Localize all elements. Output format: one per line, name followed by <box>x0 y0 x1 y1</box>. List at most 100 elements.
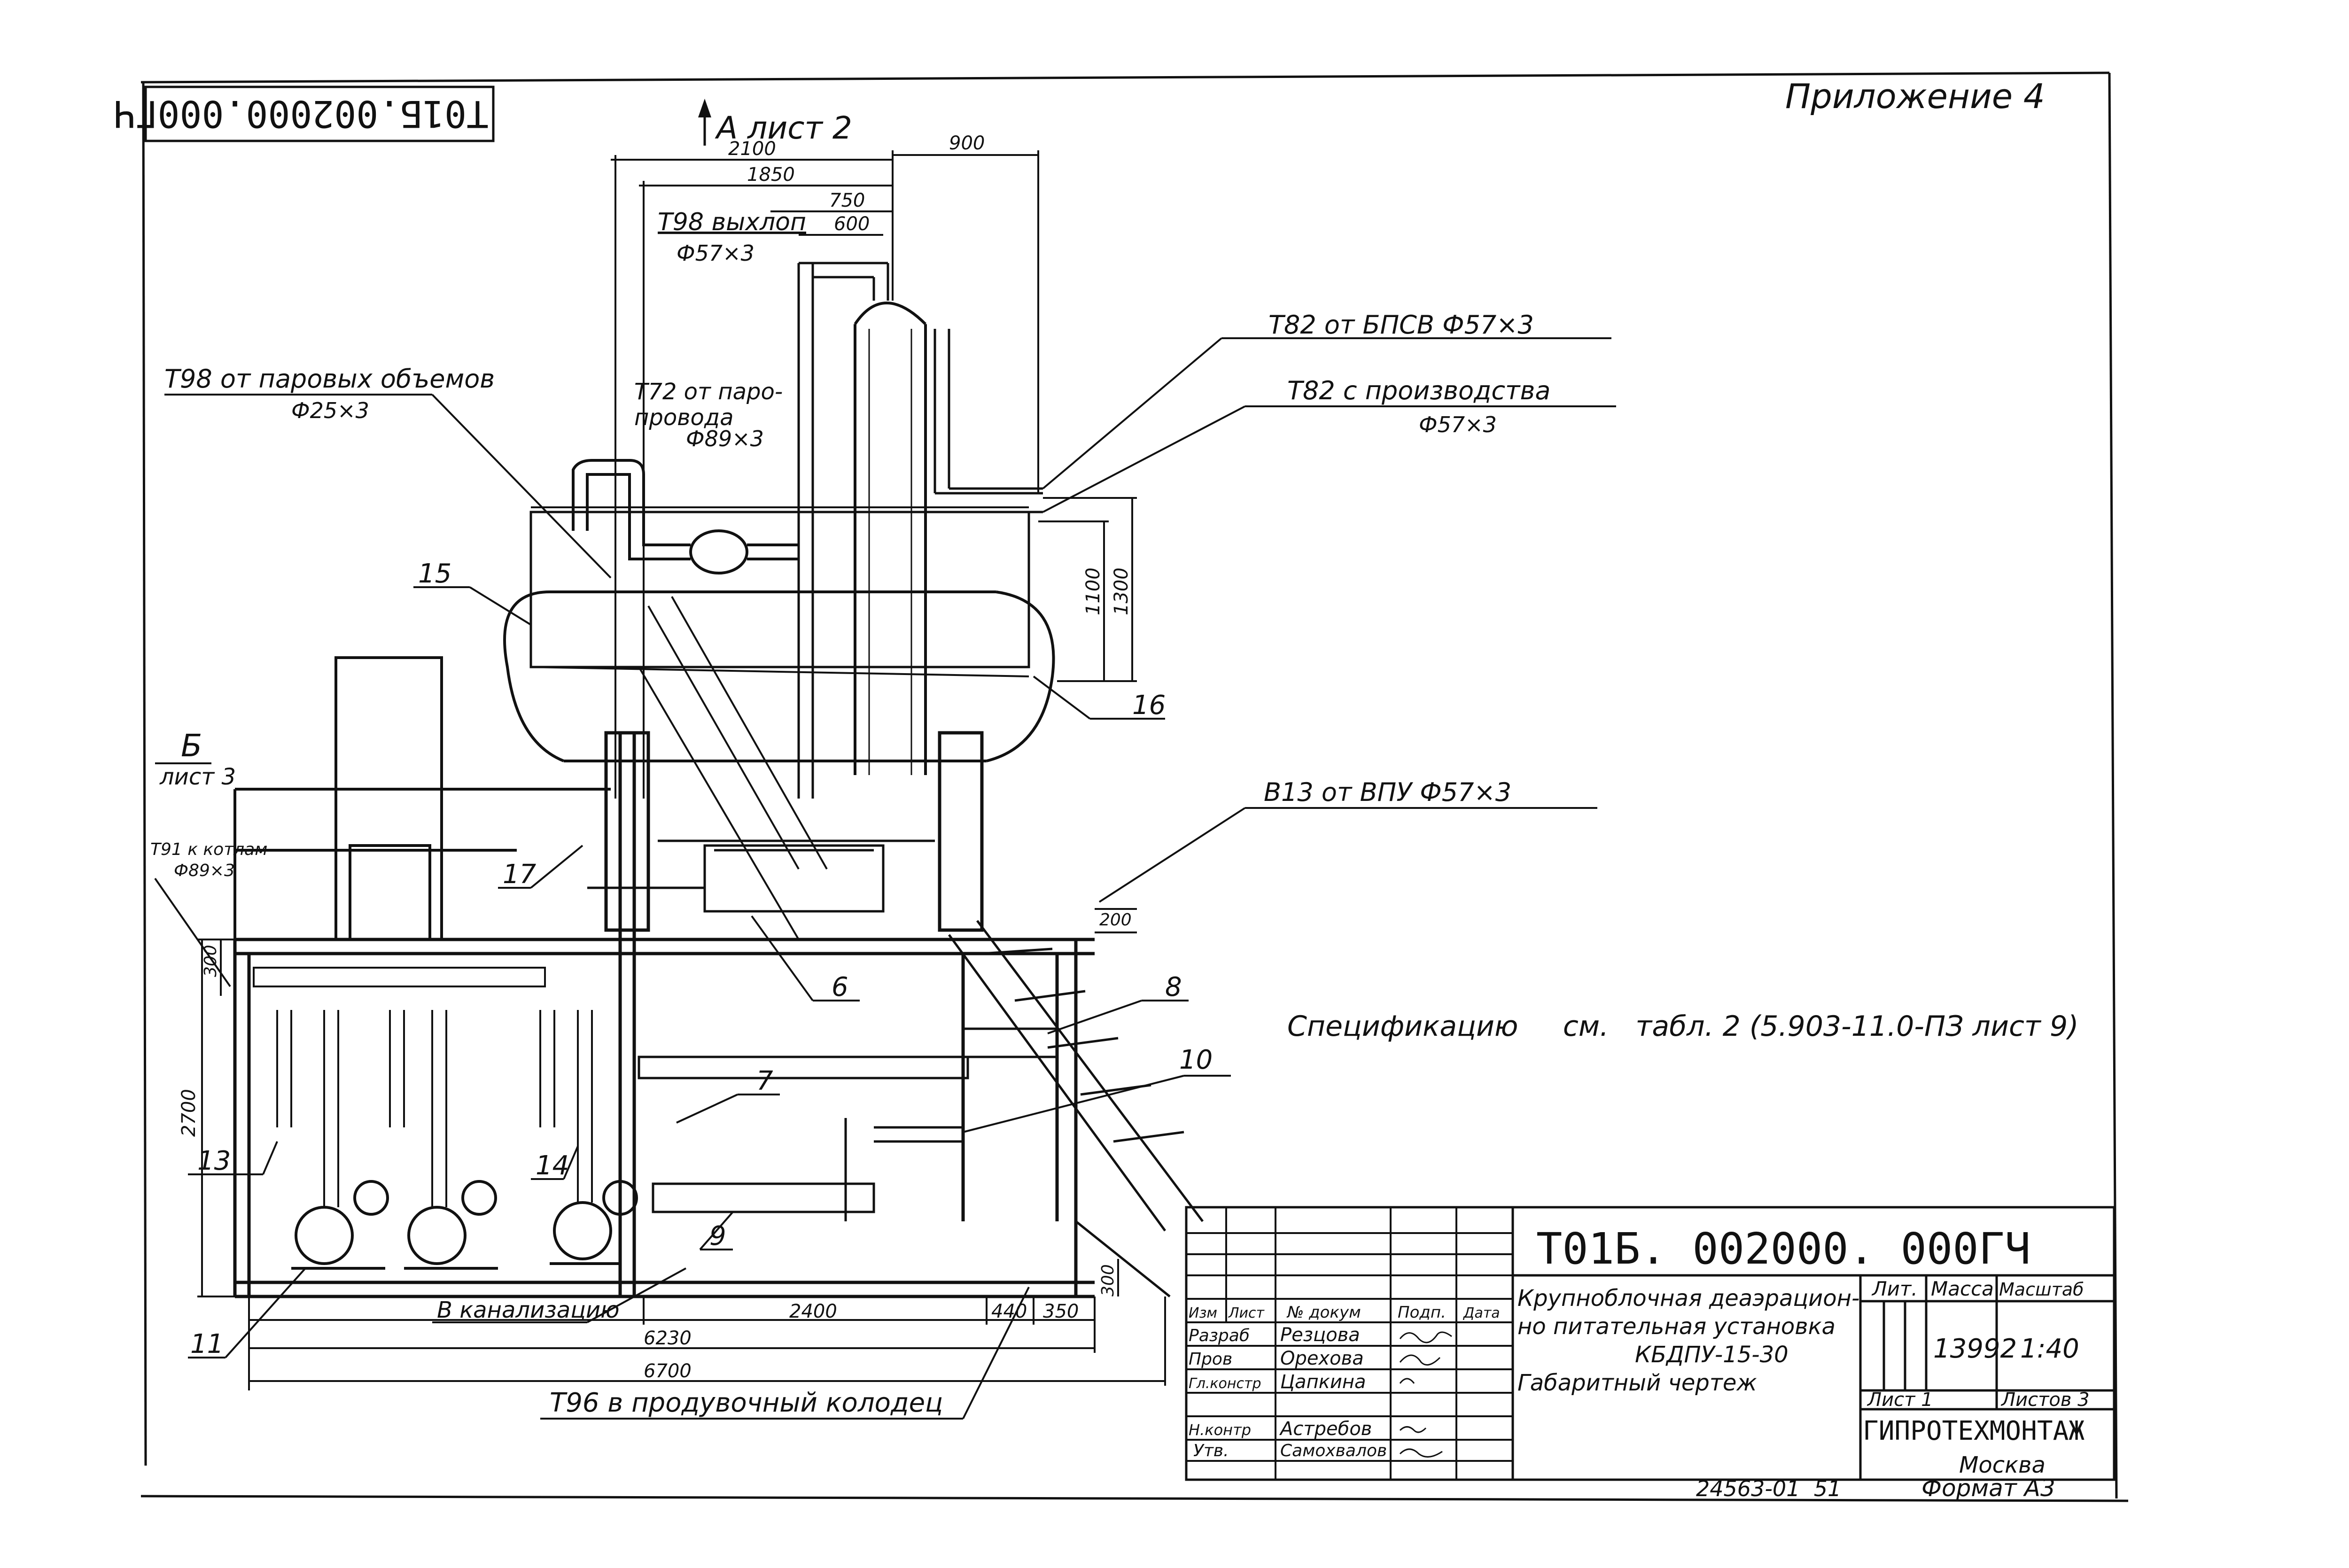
header-massa: Масса <box>1931 1277 1994 1300</box>
header-dokum: № докум <box>1286 1303 1361 1322</box>
top-dimensions <box>611 150 1039 799</box>
label-sewer: В канализацию <box>437 1297 619 1323</box>
header-lit: Лит. <box>1871 1277 1918 1300</box>
dim-2700: 2700 <box>178 1089 200 1137</box>
callout-15: 15 <box>418 559 451 589</box>
title-line-4: Габаритный чертеж <box>1517 1370 1757 1396</box>
dim-600: 600 <box>834 213 870 235</box>
label-t82-prod-dim: Ф57×3 <box>1419 412 1497 437</box>
dim-6230: 6230 <box>644 1327 692 1349</box>
signatures <box>1399 1331 1452 1458</box>
view-a-marker: А лист 2 <box>698 99 852 146</box>
format-label: Формат А3 <box>1921 1475 2055 1502</box>
label-t91-dim: Ф89×3 <box>174 861 235 880</box>
dim-1300: 1300 <box>1111 567 1132 615</box>
dim-900: 900 <box>949 132 985 154</box>
dim-440: 440 <box>991 1301 1027 1322</box>
dim-2100: 2100 <box>728 138 776 160</box>
callout-9: 9 <box>709 1221 726 1251</box>
header-list: Лист <box>1228 1305 1265 1321</box>
dim-200: 200 <box>1099 910 1132 930</box>
spec-note: Спецификацию см. табл. 2 (5.903-11.0-ПЗ … <box>1287 1010 2079 1043</box>
role-5: Утв. <box>1193 1441 1229 1460</box>
dim-1100: 1100 <box>1082 567 1104 615</box>
name-4: Астребов <box>1279 1418 1372 1440</box>
header-data: Дата <box>1462 1305 1500 1321</box>
callout-10: 10 <box>1179 1045 1213 1075</box>
label-t72-dim: Ф89×3 <box>686 426 764 451</box>
label-t96: Т96 в продувочный колодец <box>550 1388 943 1418</box>
massa-value: 13992 <box>1933 1334 2017 1364</box>
label-t72-a: Т72 от паро- <box>634 379 783 405</box>
header-masshtab: Масштаб <box>1999 1279 2084 1300</box>
steam-pipe-loop <box>572 459 799 574</box>
dim-300-right: 300 <box>1098 1264 1118 1296</box>
sheet-number: Лист 1 <box>1867 1389 1933 1411</box>
deaerator-column <box>854 302 927 775</box>
role-4: Н.контр <box>1189 1421 1251 1439</box>
view-a-label: А лист 2 <box>715 110 852 146</box>
exhaust-pipe <box>797 262 889 799</box>
title-line-2: но питательная установка <box>1517 1313 1836 1340</box>
frame-structure <box>233 656 611 941</box>
org-city: Москва <box>1959 1452 2046 1478</box>
label-t98-exhaust: Т98 выхлоп <box>658 208 806 236</box>
t82-pipes <box>933 329 1043 513</box>
dim-750: 750 <box>829 190 865 211</box>
header-podp: Подп. <box>1398 1303 1446 1322</box>
heat-exchanger <box>587 839 935 913</box>
callout-7: 7 <box>756 1066 773 1096</box>
view-b-sheet: лист 3 <box>159 764 236 790</box>
title-line-1: Крупноблочная деаэрацион- <box>1517 1285 1859 1312</box>
title-block: Т01Б. 002000. 000ГЧ Крупноблочная деаэра… <box>1185 1206 2116 1481</box>
role-0: Разраб <box>1189 1326 1250 1345</box>
bottom-number: 24563-01 51 <box>1696 1476 1841 1501</box>
name-0: Резцова <box>1280 1324 1360 1346</box>
dim-1850: 1850 <box>747 164 795 186</box>
pump-pipes <box>253 967 593 1207</box>
appendix-label: Приложение 4 <box>1785 77 2045 116</box>
role-2: Гл.констр <box>1189 1375 1261 1392</box>
title-doc-code: Т01Б. 002000. 000ГЧ <box>1536 1224 2030 1274</box>
ladder-upper <box>638 596 828 940</box>
bottom-dimensions <box>248 1296 1166 1390</box>
label-t98-steam: Т98 от паровых объемов <box>164 364 495 394</box>
sheet-count: Листов 3 <box>2000 1389 2090 1411</box>
dim-6700: 6700 <box>644 1360 692 1382</box>
callout-8: 8 <box>1165 972 1182 1002</box>
org-name: ГИПРОТЕХМОНТАЖ <box>1863 1416 2085 1446</box>
callout-16: 16 <box>1132 690 1166 721</box>
header-izm: Изм <box>1189 1305 1217 1321</box>
label-t82-bpsv: Т82 от БПСВ Ф57×3 <box>1268 310 1534 340</box>
label-t72-b: провода <box>634 404 733 431</box>
name-5: Самохвалов <box>1280 1441 1387 1460</box>
label-t98-steam-dim: Ф25×3 <box>291 398 369 423</box>
title-line-3: КБДПУ-15-30 <box>1635 1342 1789 1368</box>
callout-17: 17 <box>503 859 537 890</box>
dim-300-left: 300 <box>201 945 220 977</box>
role-1: Пров <box>1189 1350 1232 1369</box>
label-b13: В13 от ВПУ Ф57×3 <box>1264 777 1511 807</box>
callout-leaders <box>188 586 1231 1358</box>
lower-headers <box>638 1027 1058 1221</box>
view-b-label: Б <box>181 728 202 764</box>
label-t82-prod: Т82 с производства <box>1287 376 1550 405</box>
left-dimensions <box>197 939 235 1297</box>
rotated-code-stamp: Т01Б.002000.000ГЧ <box>114 85 495 142</box>
label-t98-exhaust-dim: Ф57×3 <box>677 241 754 266</box>
callout-13: 13 <box>197 1146 231 1176</box>
name-1: Орехова <box>1280 1348 1364 1369</box>
masshtab-value: 1:40 <box>2020 1334 2079 1364</box>
callout-6: 6 <box>832 972 848 1002</box>
dim-2400: 2400 <box>789 1301 837 1322</box>
rotated-code-text: Т01Б.002000.000ГЧ <box>114 92 489 134</box>
pumps <box>291 1180 638 1270</box>
callout-14: 14 <box>536 1150 569 1181</box>
ladder-lower <box>948 920 1204 1297</box>
name-2: Цапкина <box>1280 1371 1366 1393</box>
deaerator-tank <box>503 506 1055 762</box>
right-dimensions <box>1038 497 1137 1296</box>
callout-11: 11 <box>190 1329 224 1359</box>
dim-350: 350 <box>1043 1301 1079 1322</box>
